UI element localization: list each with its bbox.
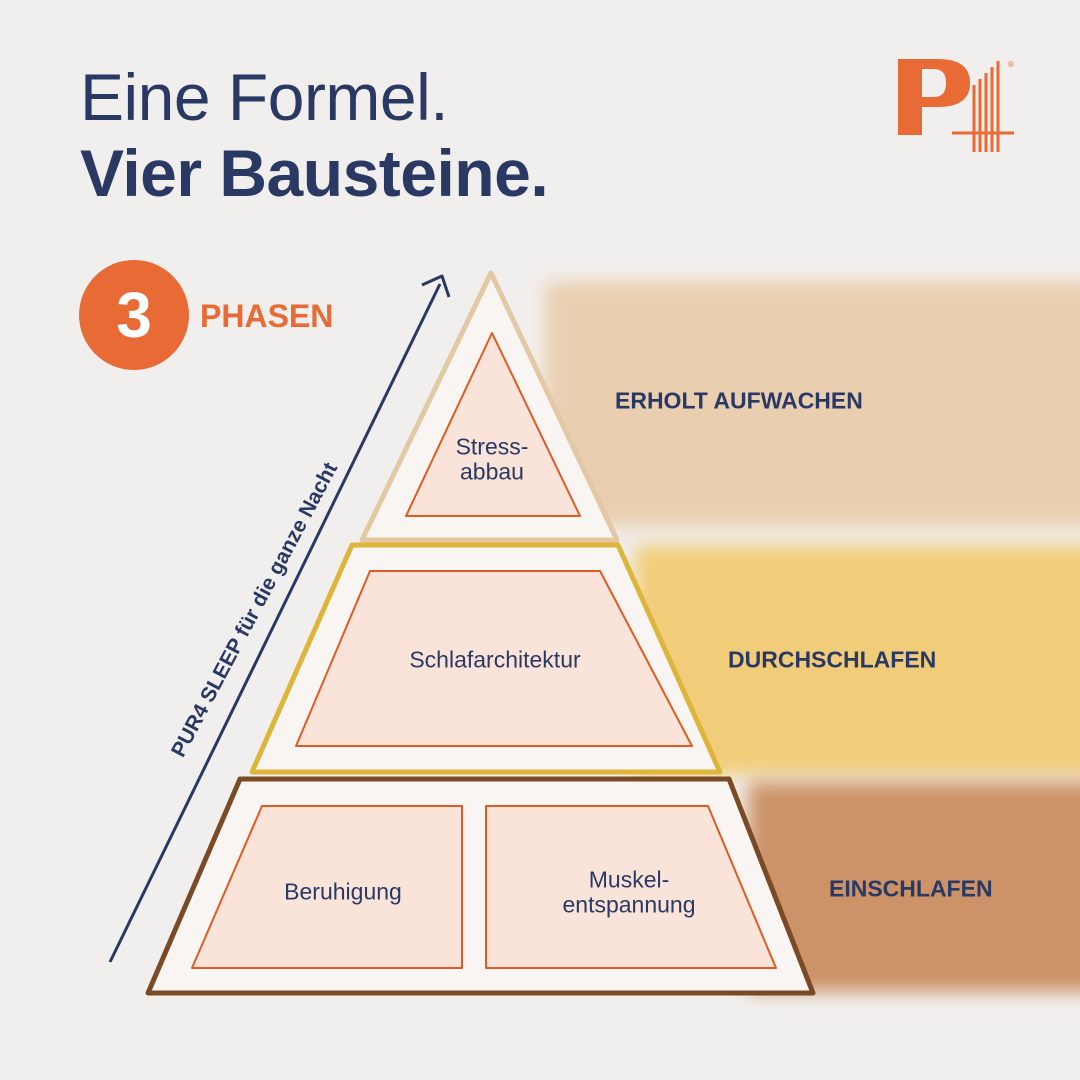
phase-band-middle xyxy=(635,545,1080,775)
phase-band-bottom xyxy=(748,782,1080,992)
phase-count-badge: 3 xyxy=(79,260,189,370)
block-label-bottom-right: Muskel- entspannung xyxy=(562,866,696,918)
block-middle xyxy=(295,570,693,747)
title-line-2: Vier Bausteine. xyxy=(80,136,549,210)
block-bottom-left xyxy=(191,805,463,969)
phase-label: PHASEN xyxy=(200,298,334,334)
block-bottom-right xyxy=(485,805,777,969)
phase-name-top: ERHOLT AUFWACHEN xyxy=(615,387,863,414)
phase-band-top xyxy=(545,282,1080,527)
title-line-1: Eine Formel. xyxy=(80,60,449,134)
progress-arrow-line xyxy=(108,283,442,963)
block-label-bottom-left: Beruhigung xyxy=(284,878,402,905)
progress-arrow-head xyxy=(421,274,451,298)
p4-logo: ® xyxy=(898,59,1014,152)
block-label-top: Stress- abbau xyxy=(455,433,529,485)
block-top xyxy=(405,332,581,517)
phase-name-bottom: EINSCHLAFEN xyxy=(829,875,993,902)
phase-name-middle: DURCHSCHLAFEN xyxy=(728,646,937,673)
block-label-middle: Schlafarchitektur xyxy=(409,646,581,673)
registered-mark: ® xyxy=(1008,60,1014,69)
